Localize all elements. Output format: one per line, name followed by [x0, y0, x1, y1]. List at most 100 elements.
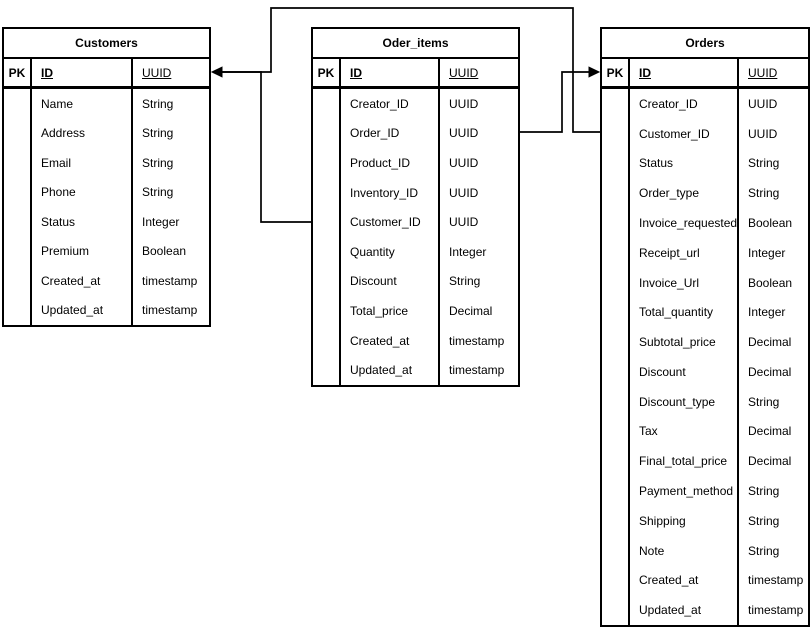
edge-oder-items-to-orders[interactable] — [520, 71, 590, 133]
field-name: Customer_ID — [639, 126, 710, 141]
field-name: Created_at — [639, 573, 699, 588]
edge-oder-items-to-customers[interactable] — [221, 71, 311, 223]
field-type: timestamp — [449, 333, 505, 348]
field-name: Order_ID — [350, 126, 400, 141]
field-name: Final_total_price — [639, 454, 728, 469]
pk-column — [4, 89, 32, 325]
field-type: String — [748, 394, 780, 409]
table-orders[interactable]: Orders PK ID UUID Creator_ID Customer_ID S… — [600, 27, 810, 627]
field-name: Creator_ID — [639, 96, 698, 111]
field-name: Inventory_ID — [350, 185, 419, 200]
id-header-cell: ID — [32, 59, 133, 86]
field-type: timestamp — [748, 603, 804, 618]
field-type: String — [748, 484, 780, 499]
field-type: String — [449, 274, 481, 289]
field-name: Name — [41, 96, 74, 111]
field-type: timestamp — [142, 303, 198, 318]
field-type: timestamp — [142, 273, 198, 288]
field-name: Discount_type — [639, 394, 716, 409]
field-name: Premium — [41, 244, 90, 259]
field-type: String — [142, 126, 174, 141]
field-type: Integer — [449, 244, 487, 259]
field-type: UUID — [748, 96, 778, 111]
field-name: Updated_at — [350, 363, 413, 378]
field-type: String — [748, 156, 780, 171]
field-type: UUID — [449, 155, 479, 170]
pk-column — [313, 89, 341, 385]
field-name: Shipping — [639, 513, 686, 528]
field-type: String — [748, 186, 780, 201]
field-name: Total_quantity — [639, 305, 714, 320]
type-header-cell: UUID — [748, 65, 778, 80]
pk-header-cell: PK — [313, 59, 341, 86]
table-title: Oder_items — [313, 29, 518, 59]
field-type: Boolean — [748, 216, 793, 231]
id-header-cell: ID — [341, 59, 440, 86]
field-type: String — [142, 185, 174, 200]
field-type: String — [748, 513, 780, 528]
field-type: String — [142, 155, 174, 170]
field-name: Subtotal_price — [639, 335, 716, 350]
field-name: Created_at — [41, 273, 101, 288]
field-name: Email — [41, 155, 72, 170]
field-name: Updated_at — [639, 603, 702, 618]
field-type: Integer — [748, 305, 786, 320]
table-header-row: PK ID UUID — [602, 59, 808, 89]
field-name: Customer_ID — [350, 215, 421, 230]
field-name: Address — [41, 126, 86, 141]
field-name: Note — [639, 543, 665, 558]
table-body: Creator_ID Order_ID Product_ID Inventory_ID… — [313, 89, 518, 385]
arrowhead-into-orders — [588, 66, 601, 78]
field-name: Creator_ID — [350, 96, 409, 111]
field-name: Status — [639, 156, 674, 171]
field-name: Invoice_Url — [639, 275, 700, 290]
field-type: Decimal — [748, 454, 792, 469]
field-type: UUID — [449, 215, 479, 230]
field-type: UUID — [449, 96, 479, 111]
type-header-cell: UUID — [142, 65, 172, 80]
field-name: Product_ID — [350, 155, 411, 170]
field-type: Decimal — [748, 335, 792, 350]
field-type: Integer — [748, 245, 786, 260]
field-name: Total_price — [350, 303, 409, 318]
table-title: Orders — [602, 29, 808, 59]
field-type: String — [142, 96, 174, 111]
id-header-cell: ID — [630, 59, 739, 86]
field-name: Receipt_url — [639, 245, 700, 260]
pk-header-cell: PK — [602, 59, 630, 86]
table-header-row: PK ID UUID — [4, 59, 209, 89]
arrowhead-into-customers — [210, 66, 223, 78]
field-name: Discount — [639, 364, 686, 379]
field-name: Order_type — [639, 186, 700, 201]
table-title: Customers — [4, 29, 209, 59]
field-name: Tax — [639, 424, 658, 439]
pk-column — [602, 89, 630, 625]
table-header-row: PK ID UUID — [313, 59, 518, 89]
field-name: Quantity — [350, 244, 395, 259]
field-type: Decimal — [449, 303, 493, 318]
field-type: UUID — [449, 126, 479, 141]
field-type: Decimal — [748, 364, 792, 379]
field-type: Decimal — [748, 424, 792, 439]
field-name: Phone — [41, 185, 76, 200]
pk-header-cell: PK — [4, 59, 32, 86]
table-oder-items[interactable]: Oder_items PK ID UUID Creator_ID Order_ID… — [311, 27, 520, 387]
field-type: Boolean — [142, 244, 187, 259]
field-name: Updated_at — [41, 303, 104, 318]
field-name: Discount — [350, 274, 397, 289]
field-type: UUID — [449, 185, 479, 200]
field-type: timestamp — [748, 573, 804, 588]
field-type: timestamp — [449, 363, 505, 378]
field-name: Created_at — [350, 333, 410, 348]
field-name: Payment_method — [639, 484, 734, 499]
field-type: String — [748, 543, 780, 558]
field-type: UUID — [748, 126, 778, 141]
